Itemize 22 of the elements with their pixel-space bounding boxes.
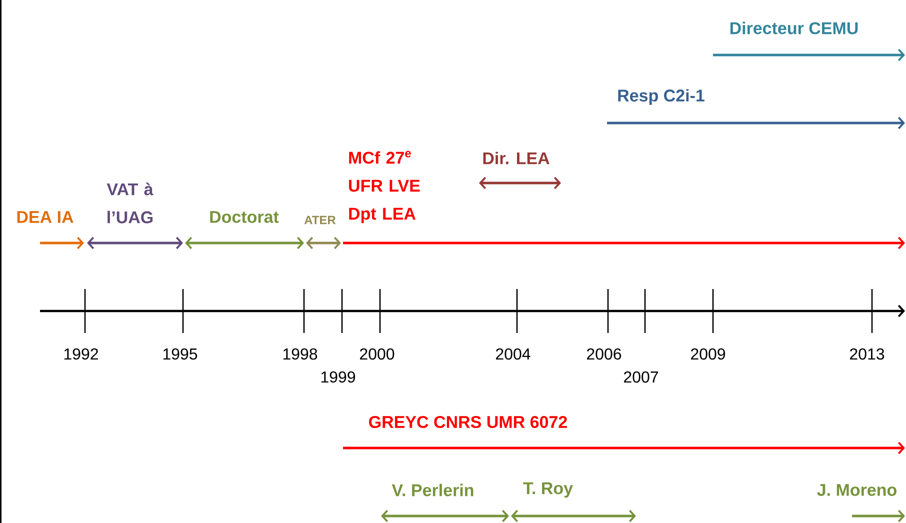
year-label: 2007 [624, 371, 658, 383]
period-label: DEA IA [17, 211, 74, 223]
year-label: 2009 [691, 348, 726, 360]
year-label: 1995 [163, 348, 198, 360]
period-label: Dir. LEA [483, 152, 550, 164]
period-label: ATER [304, 216, 336, 224]
period-label: J. Moreno [817, 484, 896, 496]
year-label: 2004 [496, 348, 530, 360]
period-label: Resp C2i-1 [618, 89, 704, 105]
period-label: MCf 27$^{e}$ UFR LVE Dpt LEA [349, 150, 420, 224]
year-label: 1992 [64, 348, 98, 360]
period-label: T. Roy [523, 482, 573, 498]
year-label: 1998 [283, 348, 318, 360]
year-label: 2013 [850, 348, 884, 360]
year-label: 2000 [360, 348, 394, 360]
period-label: Directeur CEMU [730, 22, 858, 34]
period-label: Doctorat [210, 211, 279, 223]
period-label: GREYC CNRS UMR 6072 [369, 416, 567, 428]
period-label: V. Perlerin [392, 484, 474, 496]
period-label: VAT à l’UAG [106, 182, 154, 224]
year-label: 2006 [587, 348, 622, 360]
year-label: 1999 [321, 371, 356, 383]
